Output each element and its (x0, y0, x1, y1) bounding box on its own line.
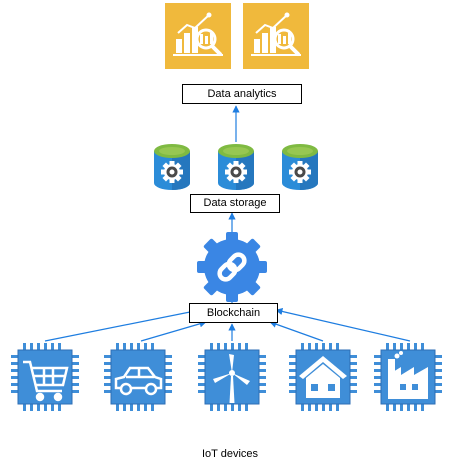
database-gear-icon (154, 144, 190, 190)
data-storage-label: Data storage (190, 194, 280, 213)
analytics-chart-magnifier-icon (163, 1, 233, 71)
iot-chip (288, 342, 358, 412)
house-icon (299, 356, 347, 398)
iot-chip (103, 342, 173, 412)
data-analytics-label: Data analytics (182, 84, 302, 104)
database-gear-icon (218, 144, 254, 190)
arrow-chip4-to-blockchain (269, 320, 324, 342)
blockchain-label: Blockchain (189, 303, 278, 323)
iot-chip (373, 342, 443, 412)
arrow-chip5-to-blockchain (275, 307, 411, 342)
iot-chip (197, 342, 267, 412)
arrow-chip1-to-blockchain (44, 307, 201, 342)
shopping-cart-icon (23, 360, 69, 402)
analytics-chart-magnifier-icon (241, 1, 311, 71)
database-gear-icon (282, 144, 318, 190)
analytics-tile (241, 1, 311, 71)
gear-chain-link-icon (197, 232, 267, 302)
wind-turbine-icon (213, 354, 250, 403)
arrow-chip2-to-blockchain (140, 320, 207, 342)
analytics-tile (163, 1, 233, 71)
car-icon (114, 366, 163, 396)
iot-chip (10, 342, 80, 412)
iot-devices-label: IoT devices (201, 448, 259, 460)
factory-icon (388, 351, 428, 399)
